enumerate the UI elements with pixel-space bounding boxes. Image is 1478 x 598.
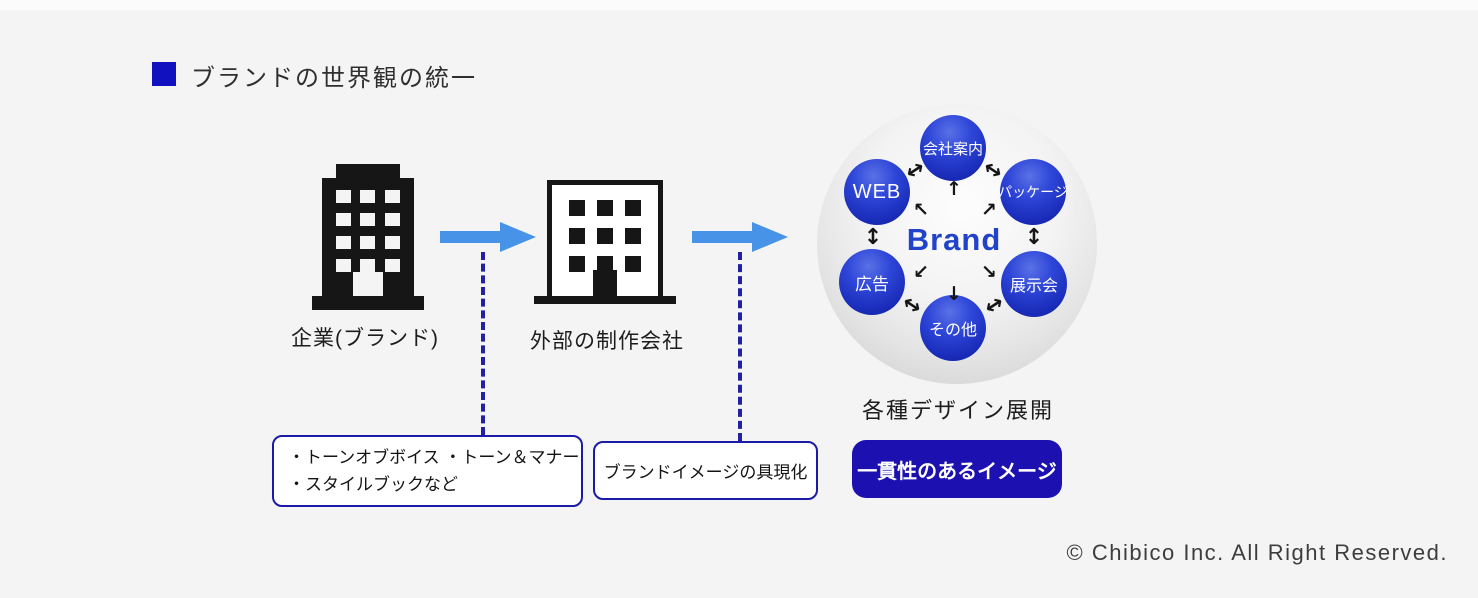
tone-callout-line1: ・トーンオブボイス ・トーン＆マナー [288, 447, 580, 467]
double-arrow-icon: ↕ [1024, 224, 1044, 250]
dashed-connector-realization [738, 252, 742, 441]
agency-building-icon [534, 180, 676, 313]
node-web: WEB [844, 159, 910, 225]
arrow-down-left-icon: ↙ [913, 261, 929, 283]
arrow-up-right-icon: ↗ [981, 199, 997, 221]
brand-sphere-diagram: 会社案内 WEB パッケージ 広告 展示会 その他 Brand ↑ ↖ ↗ ↙ … [817, 104, 1097, 384]
consistent-image-badge: 一貫性のあるイメージ [852, 440, 1062, 498]
sphere-caption: 各種デザイン展開 [861, 398, 1054, 423]
tone-callout-line2: ・スタイルブックなど [288, 475, 458, 494]
node-package: パッケージ [998, 159, 1068, 225]
brand-center-label: Brand [906, 222, 1002, 257]
top-strip [0, 0, 1478, 10]
realization-callout-text: ブランドイメージの具現化 [603, 463, 808, 482]
arrow-up-icon: ↑ [946, 178, 962, 200]
arrow-down-icon: ↓ [946, 283, 962, 305]
node-exhibition: 展示会 [1001, 251, 1067, 317]
copyright-text: © Chibico Inc. All Right Reserved. [1066, 540, 1448, 565]
arrow-up-left-icon: ↖ [913, 199, 929, 221]
realization-callout-box: ブランドイメージの具現化 [593, 441, 818, 500]
page-title: ブランドの世界観の統一 [191, 65, 477, 92]
tone-callout-box: ・トーンオブボイス ・トーン＆マナー ・スタイルブックなど [272, 435, 583, 507]
dashed-connector-tone [481, 252, 485, 435]
arrow-down-right-icon: ↘ [981, 261, 997, 283]
title-bullet-square [152, 62, 176, 86]
node-advertising: 広告 [839, 249, 905, 315]
company-label: 企業(ブランド) [291, 327, 439, 350]
arrow-right-icon [692, 222, 788, 252]
node-others: その他 [920, 295, 986, 361]
arrow-right-icon [440, 222, 536, 252]
agency-label: 外部の制作会社 [530, 330, 684, 353]
double-arrow-icon: ↕ [863, 224, 883, 250]
company-building-icon [312, 164, 424, 315]
node-company-guide: 会社案内 [920, 115, 986, 181]
